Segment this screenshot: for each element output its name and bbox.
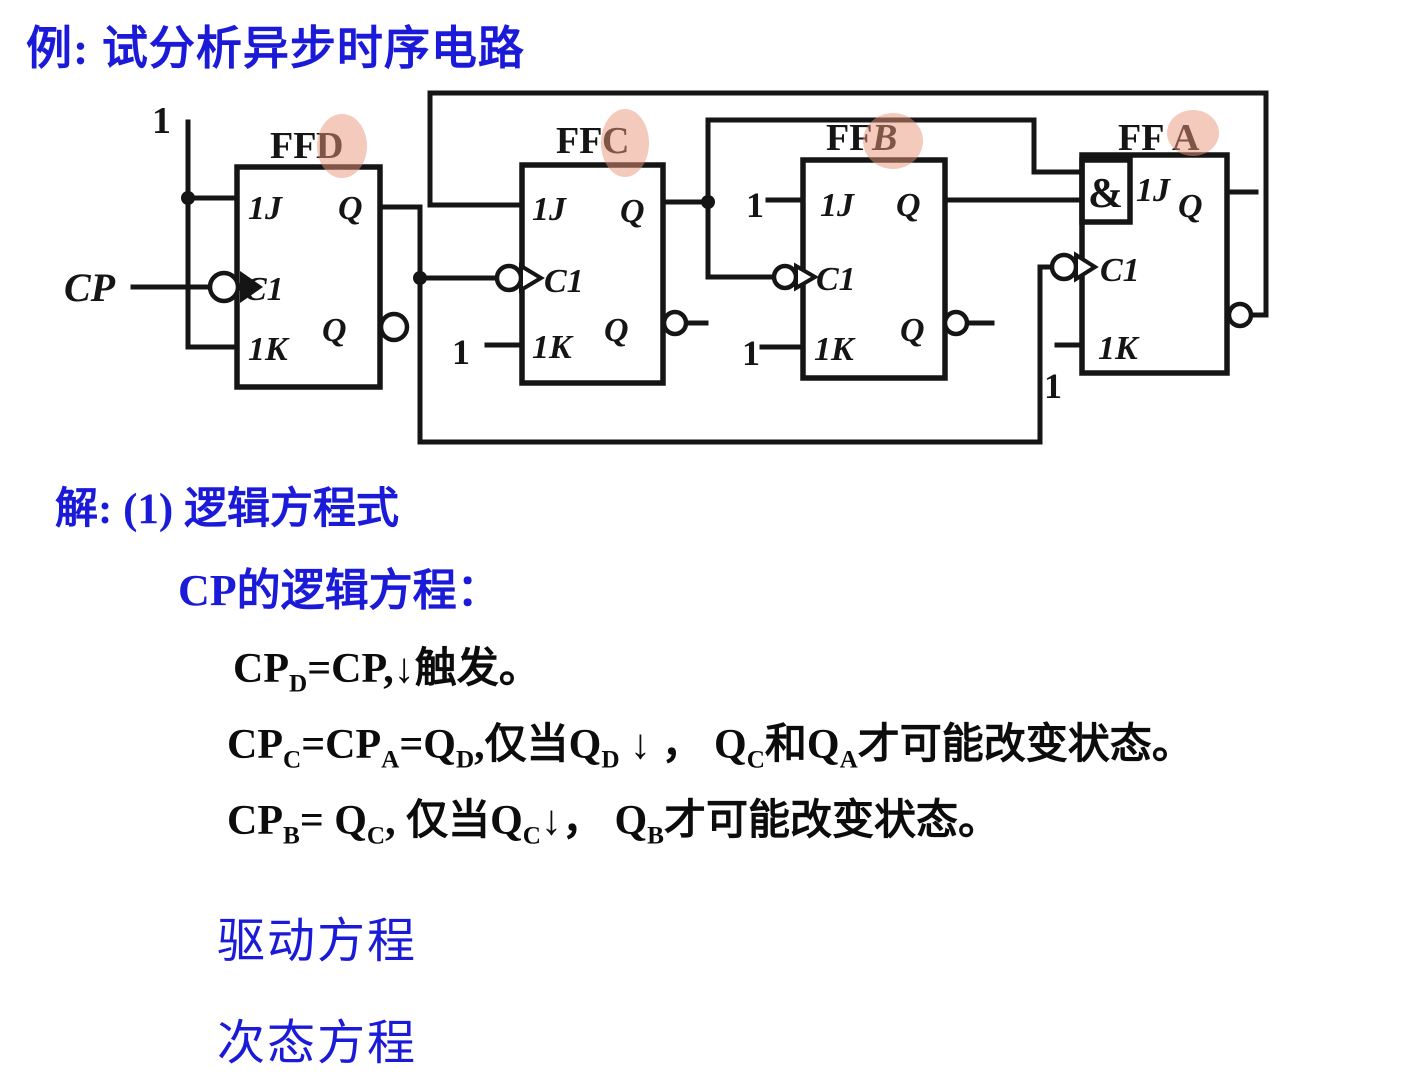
ffa-port-1j: 1J xyxy=(1136,172,1171,209)
ffb-qbar-bubble xyxy=(942,309,970,337)
flipflop-ffa: FF A & 1J C1 1K Q xyxy=(1088,117,1203,367)
ffd-port-qbar: Q xyxy=(322,312,347,349)
ffc-name-prefix: FF xyxy=(556,120,602,162)
next-state-equation-label: 次态方程 xyxy=(217,1017,418,1070)
const1-top-label: 1 xyxy=(152,100,171,142)
junction-const1-ffd xyxy=(181,191,195,205)
ffa-and-gate-box xyxy=(1079,157,1133,225)
highlight-ffd-letter xyxy=(317,114,367,178)
highlight-ffb-letter xyxy=(863,113,923,169)
highlight-ffc-letter xyxy=(601,109,649,177)
ffb-port-q: Q xyxy=(896,187,921,224)
ffd-port-1k: 1K xyxy=(248,331,290,368)
driving-equation-label: 驱动方程 xyxy=(217,915,418,968)
ffd-name-prefix: FF xyxy=(270,125,316,167)
ffc-clock-edge-wedge xyxy=(519,262,545,294)
ffa-name-prefix: FF xyxy=(1118,117,1164,159)
ffb-port-c1: C1 xyxy=(816,261,856,298)
ffa-port-c1: C1 xyxy=(1100,252,1140,289)
ffd-box xyxy=(234,164,383,390)
wire-qd-bottom-feedback-to-ffa-clock xyxy=(377,204,1055,445)
solution-section-heading: 解: (1) 逻辑方程式 xyxy=(55,486,399,533)
ffa-port-1k: 1K xyxy=(1098,330,1140,367)
jk-flipflop-circuit-diagram: CP 1 1 1 1 1 FF D 1J C1 1K Q Q FF C 1J C… xyxy=(64,90,1269,445)
junction-qc-branch xyxy=(701,195,715,209)
slide-title: 例: 试分析异步时序电路 xyxy=(26,23,525,74)
wire-const1-to-ffd-jk xyxy=(185,119,240,350)
wires xyxy=(130,90,1269,445)
wire-qc-over-ffb-to-ffa-and xyxy=(705,117,1085,175)
equation-cpd: CPD=CP,↓触发。 xyxy=(233,646,541,698)
ffa-clock-edge-wedge xyxy=(1074,251,1099,283)
ffb-port-qbar: Q xyxy=(900,312,925,349)
ffc-port-qbar: Q xyxy=(604,312,629,349)
equation-cpc-cpa: CPC=CPA=QD,仅当QD ↓ ， QC和QA才可能改变状态。 xyxy=(227,722,1194,774)
wire-qabar-top-feedback-to-ffc-j xyxy=(427,90,1269,318)
ffd-port-q: Q xyxy=(338,190,363,227)
ffa-port-q: Q xyxy=(1178,188,1203,225)
ffc-qbar-bubble xyxy=(661,309,689,337)
ffd-port-1j: 1J xyxy=(248,190,283,227)
ffb-clock-bubble xyxy=(771,263,799,291)
ffa-clock-bubble xyxy=(1049,252,1079,282)
ffc-port-1k: 1K xyxy=(532,329,574,366)
const1-ffa-k-label: 1 xyxy=(1044,366,1062,406)
junction-dots xyxy=(181,191,715,285)
flipflop-ffb: FF B 1J C1 1K Q Q xyxy=(814,117,925,368)
cp-equations-heading: CP的逻辑方程： xyxy=(178,566,501,615)
junction-qd-branch xyxy=(413,271,427,285)
ffd-clock-bubble xyxy=(207,270,241,304)
highlight-ffa-letter xyxy=(1167,110,1219,156)
ffd-clock-edge-triangle xyxy=(240,271,263,303)
ffb-port-1k: 1K xyxy=(814,331,856,368)
ffc-port-c1: C1 xyxy=(544,263,584,300)
const1-ffc-k-label: 1 xyxy=(452,332,470,372)
ffc-port-q: Q xyxy=(620,193,645,230)
ffd-port-c1: C1 xyxy=(244,271,284,308)
ffb-clock-edge-wedge xyxy=(794,262,819,292)
marker-highlights xyxy=(317,109,1219,178)
ffb-port-1j: 1J xyxy=(820,187,855,224)
ffc-port-1j: 1J xyxy=(532,191,567,228)
ffa-and-symbol: & xyxy=(1088,171,1123,217)
equation-cpb: CPB= QC, 仅当QC↓， QB才可能改变状态。 xyxy=(227,798,1000,850)
const1-ffb-k-label: 1 xyxy=(742,333,760,373)
cp-input-label: CP xyxy=(64,265,116,310)
const1-ffb-j-label: 1 xyxy=(746,185,764,225)
ffa-qbar-bubble xyxy=(1226,301,1254,329)
ffc-clock-bubble xyxy=(494,263,524,293)
ffd-qbar-bubble xyxy=(378,311,410,343)
